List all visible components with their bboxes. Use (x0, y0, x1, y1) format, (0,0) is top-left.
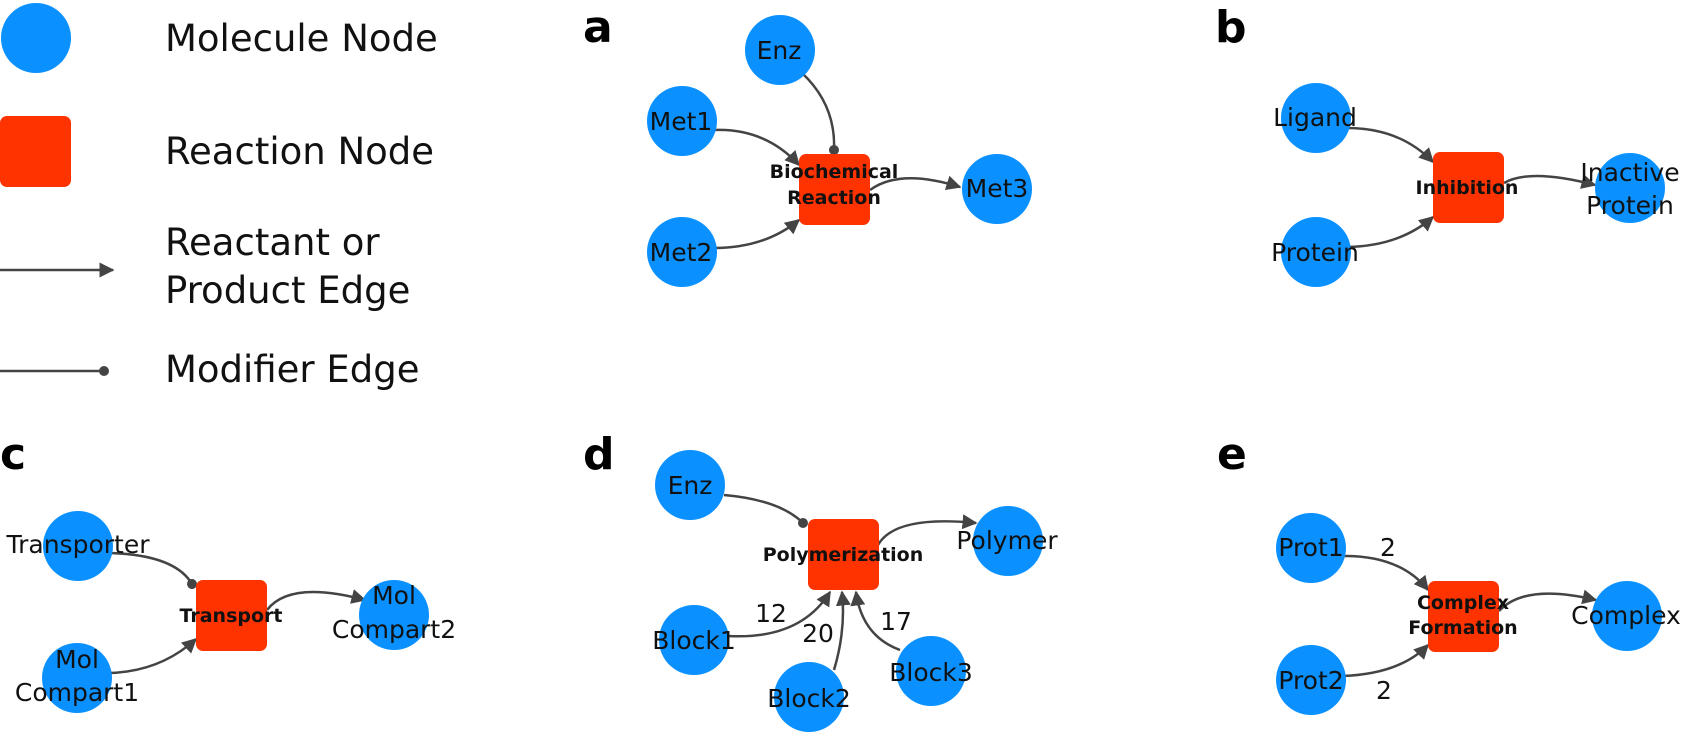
legend-reactant-edge-label-line1: Reactant or (165, 221, 380, 264)
edge-met1-reaction (713, 128, 801, 167)
molecule-node-inactive-protein (1595, 153, 1665, 223)
panel-a: a Enz Met1 Met2 Met3 Biochemical Reactio… (583, 2, 1032, 287)
panel-b: b Ligand Protein Inactive Protein Inhibi… (1215, 2, 1680, 287)
label-prot2: Prot2 (1278, 666, 1343, 695)
legend-reaction-symbol (0, 116, 71, 187)
label-mol-compart2-line2: Compart2 (332, 615, 456, 644)
edge-block1-reaction (727, 590, 832, 638)
edge-prot1-reaction (1341, 554, 1429, 592)
label-enz: Enz (668, 471, 713, 500)
stoichiometry-block3: 17 (880, 607, 912, 636)
edge-enz-reaction-modifier (801, 72, 839, 155)
panel-e: e Prot1 Prot2 Complex 2 2 Complex Format… (1217, 429, 1681, 715)
label-inactive-protein-line1: Inactive (1580, 158, 1679, 187)
molecule-node-block3 (896, 636, 966, 706)
panel-letter-e: e (1217, 429, 1247, 480)
reaction-node-polymerization (808, 519, 879, 590)
label-reaction-line1: Biochemical (770, 161, 899, 183)
edge-block3-reaction (850, 590, 901, 652)
molecule-node-block2 (774, 662, 844, 732)
label-met1: Met1 (650, 107, 713, 136)
legend-modifier-edge-label: Modifier Edge (165, 348, 419, 391)
edge-transporter-reaction-modifier (109, 551, 197, 589)
molecule-node-prot2 (1276, 645, 1346, 715)
reaction-node-complex-formation (1428, 581, 1499, 652)
molecule-node-met2 (647, 217, 717, 287)
label-enz: Enz (757, 36, 802, 65)
label-met2: Met2 (650, 238, 713, 267)
stoichiometry-block2: 20 (802, 619, 834, 648)
stoichiometry-block1: 12 (755, 599, 787, 628)
edge-reaction-compart2 (266, 589, 367, 611)
legend-molecule-label: Molecule Node (165, 17, 438, 60)
label-prot1: Prot1 (1278, 533, 1343, 562)
label-polymer: Polymer (956, 526, 1058, 555)
panel-letter-b: b (1215, 2, 1247, 53)
stoichiometry-prot2: 2 (1376, 676, 1392, 705)
label-inactive-protein-line2: Protein (1586, 191, 1674, 220)
edge-enz-reaction-modifier (723, 493, 808, 528)
edge-reaction-complex (1498, 589, 1598, 612)
label-reaction-line2: Reaction (787, 187, 881, 209)
edge-reaction-inactive-protein (1503, 174, 1597, 189)
edge-block2-reaction (832, 590, 851, 671)
edge-reaction-polymer (876, 514, 978, 546)
molecule-node-prot1 (1276, 513, 1346, 583)
edge-prot2-reaction (1341, 643, 1430, 678)
label-protein: Protein (1271, 238, 1359, 267)
panel-letter-a: a (583, 2, 613, 53)
panel-letter-d: d (583, 429, 615, 480)
stoichiometry-prot1: 2 (1380, 533, 1396, 562)
molecule-node-ligand (1281, 83, 1351, 153)
label-complex: Complex (1571, 601, 1681, 630)
molecule-node-met1 (647, 86, 717, 156)
molecule-node-met3 (962, 154, 1032, 224)
label-transporter: Transporter (6, 530, 151, 559)
molecule-node-block1 (659, 605, 729, 675)
molecule-node-enz (745, 15, 815, 85)
molecule-node-mol-compart2 (359, 580, 429, 650)
label-mol-compart2-line1: Mol (372, 581, 416, 610)
label-met3: Met3 (966, 174, 1029, 203)
label-complex-formation-line1: Complex (1417, 592, 1509, 614)
edge-reaction-met3 (869, 175, 962, 192)
molecule-node-polymer (973, 506, 1043, 576)
label-mol-compart1-line2: Compart1 (15, 678, 139, 707)
label-transport: Transport (179, 605, 282, 627)
legend-reaction-label: Reaction Node (165, 130, 434, 173)
molecule-node-enz (655, 450, 725, 520)
edge-protein-reaction (1346, 216, 1435, 249)
label-complex-formation-line2: Formation (1408, 617, 1517, 639)
label-block3: Block3 (889, 658, 973, 687)
label-block1: Block1 (652, 626, 736, 655)
panel-letter-c: c (0, 429, 26, 480)
label-ligand: Ligand (1273, 103, 1357, 132)
edge-compart1-reaction (107, 637, 198, 675)
panel-d: d Enz Polymer Block1 Block2 Block3 12 20… (583, 429, 1058, 732)
label-inhibition: Inhibition (1416, 177, 1519, 199)
molecule-node-protein (1281, 217, 1351, 287)
edge-ligand-reaction (1346, 126, 1435, 164)
molecule-node-transporter (43, 511, 113, 581)
label-mol-compart1-line1: Mol (55, 645, 99, 674)
molecule-node-mol-compart1 (42, 643, 112, 713)
label-polymerization: Polymerization (763, 544, 924, 566)
reaction-node-inhibition (1433, 152, 1504, 223)
reaction-node-biochemical (799, 154, 870, 225)
panel-c: c Transporter Mol Compart1 Mol Compart2 … (0, 429, 456, 713)
molecule-node-complex (1592, 581, 1662, 651)
legend-molecule-symbol (1, 3, 71, 73)
legend: Molecule Node Reaction Node Reactant or … (0, 3, 438, 391)
legend-reactant-edge-label-line2: Product Edge (165, 269, 410, 312)
reaction-node-transport (196, 580, 267, 651)
label-block2: Block2 (767, 684, 851, 713)
edge-met2-reaction (713, 219, 801, 250)
